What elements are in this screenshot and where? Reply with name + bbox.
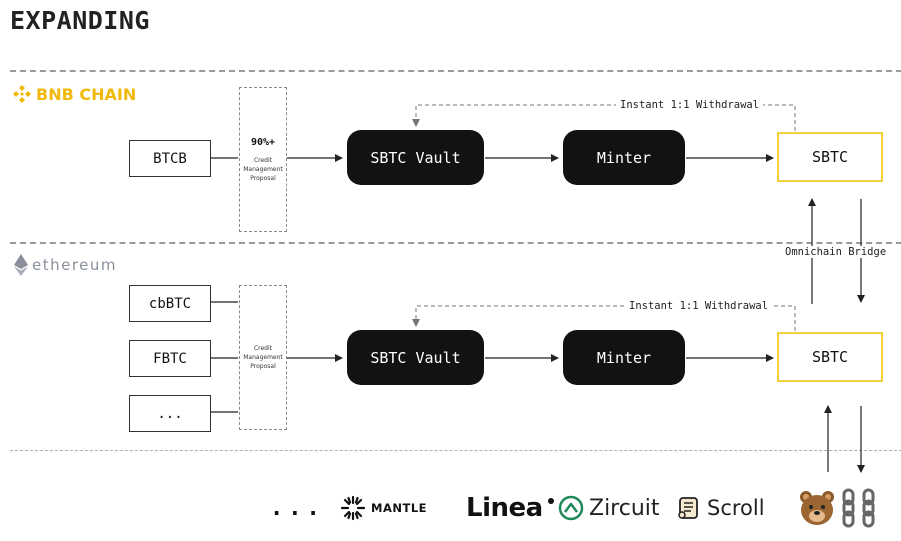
cmp-label-line: Proposal [250,363,276,370]
linea-logo: Linea [466,486,554,530]
cmp-label-line: Management [243,354,283,361]
linea-name: Linea [466,493,543,523]
withdrawal-loop-bnb [412,104,796,131]
zircuit-icon [558,495,584,521]
cmp-label-line: Management [243,165,283,173]
bnb-icon [13,85,31,103]
sbtc-output-eth: SBTC [777,332,883,382]
more-partners: ... [270,495,325,521]
scroll-icon [678,497,698,519]
section-divider-top [10,70,901,72]
asset-btcb: BTCB [129,140,211,177]
cmp-label-line: Proposal [250,174,276,182]
ethereum-label: ethereum [14,254,117,276]
asset-more: ... [129,395,211,432]
cmp-label-line: Credit [253,345,273,352]
cmp-percent: 90%+ [250,136,276,148]
asset-cbbtc: cbBTC [129,285,211,322]
chain-link-logo [840,486,880,530]
withdrawal-label-eth: Instant 1:1 Withdrawal [625,300,773,312]
omnichain-bridge-label: Omnichain Bridge [781,246,891,258]
ethereum-name: ethereum [32,256,118,274]
bnb-chain-label: BNB CHAIN [12,84,136,104]
section-divider-bottom [10,450,901,451]
berachain-logo [798,486,836,530]
scroll-name: Scroll [707,496,765,520]
page-title: EXPANDING [10,6,150,35]
mantle-icon [340,495,366,521]
ethereum-icon [14,254,28,276]
withdrawal-loop-eth [412,305,796,331]
chain-link-icon [842,488,875,528]
credit-management-proposal-bnb: 90%+ Credit Management Proposal [239,87,287,232]
sbtc-output-bnb: SBTC [777,132,883,182]
zircuit-name: Zircuit [589,495,660,521]
withdrawal-label-bnb: Instant 1:1 Withdrawal [616,99,764,111]
linea-dot-icon [547,498,554,504]
asset-fbtc: FBTC [129,340,211,377]
mantle-logo: MANTLE [340,486,427,530]
mantle-name: MANTLE [371,501,427,515]
sbtc-vault-eth: SBTC Vault [347,330,484,385]
credit-management-proposal-eth: Credit Management Proposal [239,285,287,430]
zircuit-logo: Zircuit [558,486,660,530]
minter-bnb: Minter [563,130,685,185]
bear-icon [800,491,834,525]
bnb-chain-name: BNB CHAIN [36,84,137,104]
sbtc-vault-bnb: SBTC Vault [347,130,484,185]
cmp-label-line: Credit [253,156,273,164]
minter-eth: Minter [563,330,685,385]
scroll-logo: Scroll [676,486,765,530]
section-divider-middle [10,242,901,244]
